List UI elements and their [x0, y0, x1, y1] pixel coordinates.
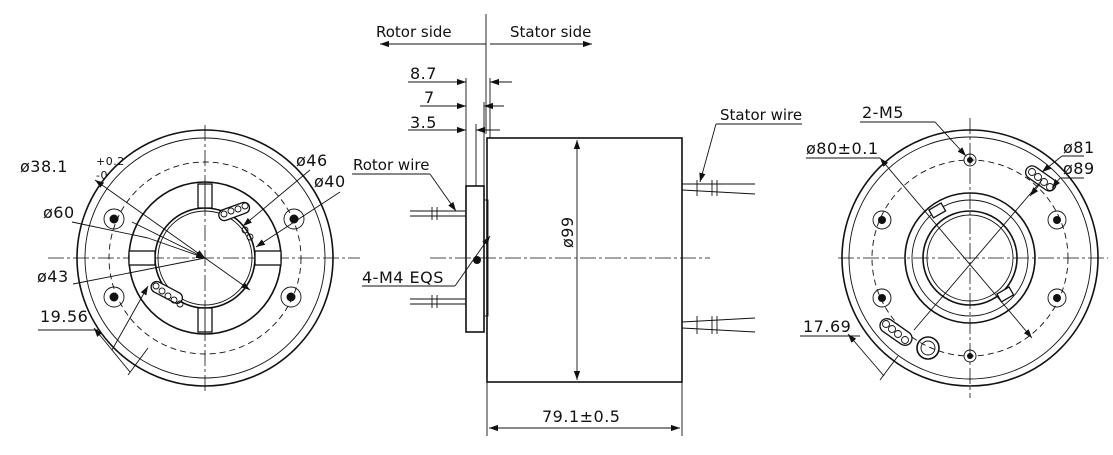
- stator-wire-bottom: [681, 316, 756, 334]
- stator-side-label: Stator side: [510, 23, 591, 41]
- mounting-hole: [103, 208, 125, 230]
- dim-1956-label: 19.56: [40, 307, 88, 326]
- mounting-hole: [103, 286, 125, 308]
- dia-89-label: ø89: [1063, 159, 1095, 178]
- mounting-hole: [280, 286, 302, 308]
- rotor-end-view: [38, 125, 360, 392]
- mounting-hole: [1047, 288, 1067, 308]
- outer-inner-circle: [84, 137, 326, 379]
- rotor-side-label: Rotor side: [376, 23, 452, 41]
- dia-38-label: ø38.1: [20, 157, 68, 176]
- grommet: [916, 336, 940, 360]
- mounting-hole: [872, 210, 892, 230]
- m4-hole: [473, 256, 481, 264]
- dim-7-label: 7: [424, 88, 435, 107]
- dia-60-label: ø60: [43, 203, 75, 222]
- m5-holes-label: 2-M5: [862, 103, 904, 122]
- slot-left: [128, 250, 156, 266]
- rotor-wire-bottom: [410, 295, 466, 308]
- stator-wire-label: Stator wire: [720, 106, 802, 124]
- length-label: 79.1±0.5: [542, 407, 620, 426]
- tolerance-upper: +0.2: [96, 155, 125, 168]
- side-view: [352, 14, 802, 436]
- wire-exit-upper: [1024, 165, 1057, 192]
- dim-87-label: 8.7: [410, 64, 437, 83]
- tolerance-lower: -0: [96, 169, 108, 182]
- wire-exit-lower: [150, 280, 184, 308]
- m4-holes-label: 4-M4 EQS: [362, 268, 444, 287]
- outer-inner-circle: [848, 136, 1092, 380]
- dia-43-label: ø43: [37, 267, 69, 286]
- rotor-wire-top: [410, 207, 466, 220]
- stator-wire-top: [681, 180, 756, 196]
- stator-end-view: [800, 118, 1108, 398]
- bore-inner: [157, 210, 253, 306]
- mounting-hole: [872, 288, 892, 308]
- dia-80-label: ø80±0.1: [806, 139, 879, 158]
- dia-99-label: ø99: [558, 216, 577, 248]
- outer-circle: [76, 129, 334, 387]
- wire-exit-lower: [879, 318, 913, 346]
- wire-exit-upper: [218, 201, 254, 241]
- slot-right: [254, 250, 282, 266]
- stator-body: [486, 137, 683, 383]
- mounting-hole: [1047, 210, 1067, 230]
- dia-40-label: ø40: [314, 172, 346, 191]
- bolt-circle: [108, 161, 302, 355]
- dia-81-label: ø81: [1063, 138, 1095, 157]
- rotor-wire-label: Rotor wire: [353, 156, 429, 174]
- mounting-hole: [283, 208, 305, 230]
- dia-46-label: ø46: [296, 151, 328, 170]
- outer-circle: [841, 129, 1099, 387]
- m5-hole: [963, 349, 977, 363]
- dim-35-label: 3.5: [410, 113, 437, 132]
- dim-1769-label: 17.69: [803, 317, 851, 336]
